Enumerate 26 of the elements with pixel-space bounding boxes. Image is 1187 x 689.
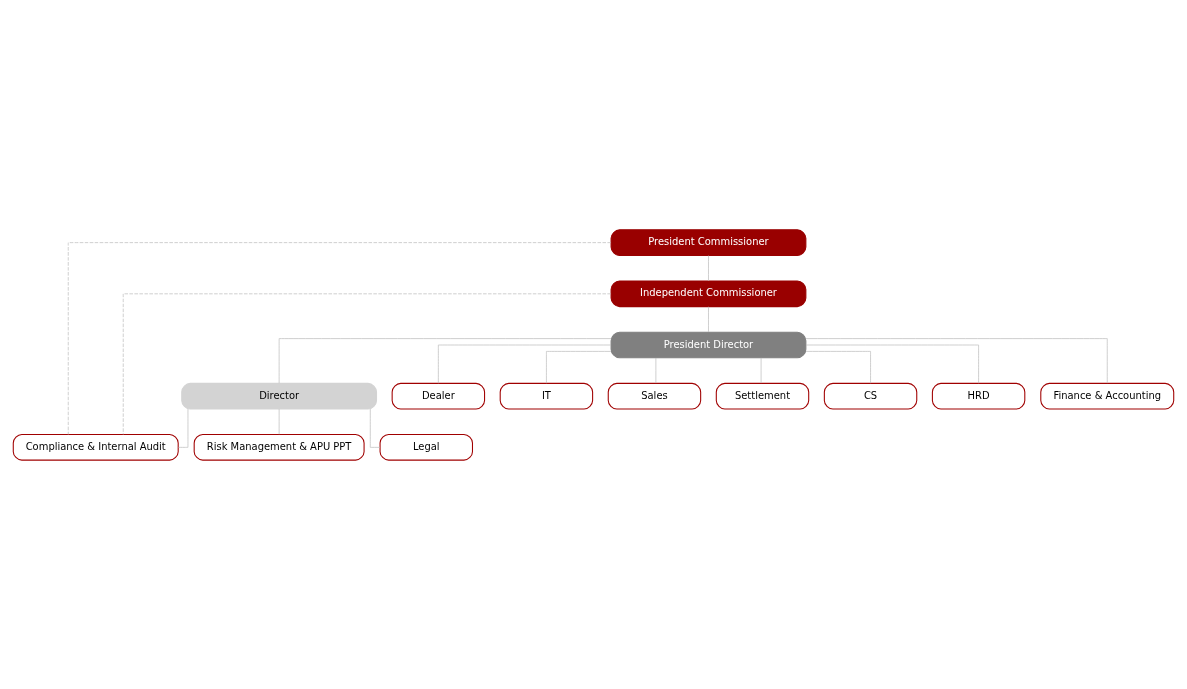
- node-box: Settlement: [715, 382, 810, 409]
- connector: [708, 305, 709, 332]
- node-box: President Commissioner: [610, 228, 807, 256]
- connector: [122, 292, 612, 435]
- node-box: Director: [181, 382, 378, 409]
- node-box: Finance & Accounting: [1040, 382, 1175, 409]
- node-box: Risk Management & APU PPT: [193, 433, 365, 461]
- connector: [546, 350, 612, 384]
- connector: [805, 350, 871, 384]
- node-box: President Director: [610, 331, 807, 358]
- node-box: Independent Commissioner: [610, 280, 807, 307]
- connector: [369, 408, 381, 448]
- node-box: CS: [823, 382, 918, 409]
- connector: [278, 337, 612, 383]
- node-box: Legal: [379, 433, 473, 461]
- node-box: Compliance & Internal Audit: [12, 433, 179, 461]
- connector: [805, 344, 979, 384]
- connector: [805, 337, 1108, 383]
- connector: [708, 254, 709, 281]
- node-box: Dealer: [391, 382, 486, 409]
- node-box: IT: [499, 382, 594, 409]
- node-box: Sales: [607, 382, 702, 409]
- connector: [67, 241, 612, 435]
- connector: [438, 344, 612, 384]
- node-box: HRD: [931, 382, 1026, 409]
- connector: [178, 408, 189, 448]
